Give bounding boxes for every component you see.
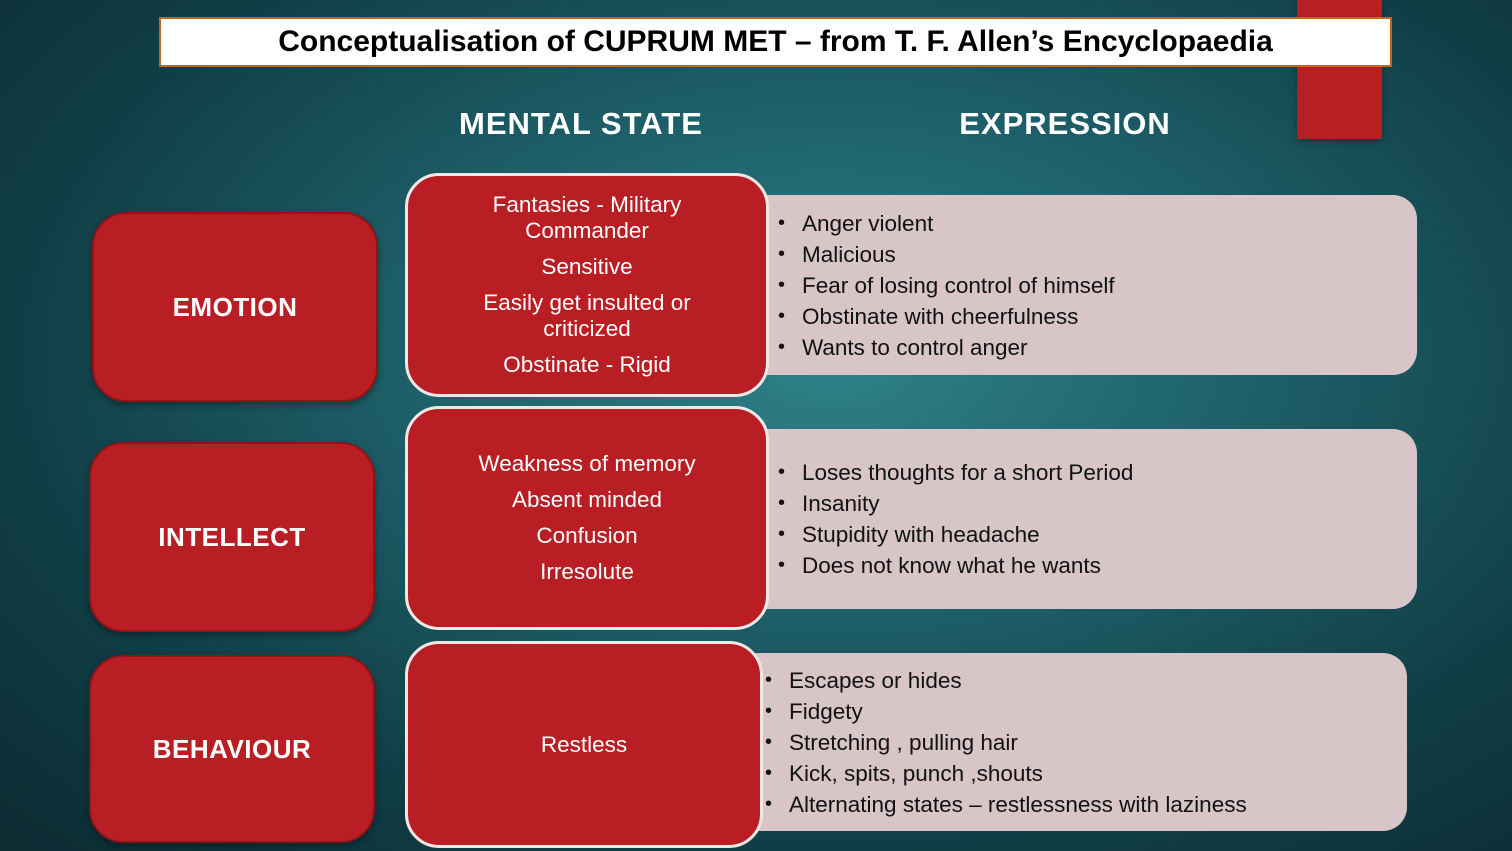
- mental-state-header: MENTAL STATE: [459, 106, 703, 141]
- category-label: INTELLECT: [158, 521, 306, 552]
- category-box-intellect: INTELLECT: [89, 442, 375, 632]
- title-box: Conceptualisation of CUPRUM MET – from T…: [159, 17, 1392, 67]
- category-box-emotion: EMOTION: [92, 212, 378, 402]
- list-item: Does not know what he wants: [778, 550, 1133, 581]
- expression-header: EXPRESSION: [959, 106, 1171, 141]
- list-item: Alternating states – restlessness with l…: [765, 789, 1247, 820]
- list-item: Malicious: [778, 239, 1115, 270]
- category-label: BEHAVIOUR: [152, 733, 312, 764]
- list-item: Loses thoughts for a short Period: [778, 457, 1133, 488]
- mental-state-box-intellect: Weakness of memory Absent minded Confusi…: [405, 406, 769, 630]
- mental-state-item: Irresolute: [540, 559, 634, 584]
- mental-state-item: Confusion: [536, 523, 638, 548]
- mental-state-item: Obstinate - Rigid: [503, 352, 671, 377]
- mental-state-item: Fantasies - Military Commander: [492, 192, 682, 243]
- expression-box-intellect: Loses thoughts for a short Period Insani…: [740, 429, 1417, 609]
- category-label: EMOTION: [172, 291, 298, 322]
- mental-state-item: Restless: [540, 731, 628, 757]
- expression-list: Anger violent Malicious Fear of losing c…: [778, 208, 1115, 363]
- list-item: Anger violent: [778, 208, 1115, 239]
- list-item: Kick, spits, punch ,shouts: [765, 758, 1247, 789]
- list-item: Obstinate with cheerfulness: [778, 301, 1115, 332]
- list-item: Stupidity with headache: [778, 519, 1133, 550]
- list-item: Escapes or hides: [765, 665, 1247, 696]
- expression-list: Loses thoughts for a short Period Insani…: [778, 457, 1133, 581]
- expression-box-behaviour: Escapes or hides Fidgety Stretching , pu…: [735, 653, 1407, 831]
- category-box-behaviour: BEHAVIOUR: [89, 655, 375, 843]
- list-item: Fidgety: [765, 696, 1247, 727]
- list-item: Wants to control anger: [778, 332, 1115, 363]
- list-item: Stretching , pulling hair: [765, 727, 1247, 758]
- list-item: Insanity: [778, 488, 1133, 519]
- expression-list: Escapes or hides Fidgety Stretching , pu…: [765, 665, 1247, 820]
- mental-state-item: Absent minded: [511, 487, 663, 512]
- mental-state-item: Sensitive: [541, 254, 633, 279]
- list-item: Fear of losing control of himself: [778, 270, 1115, 301]
- mental-state-box-emotion: Fantasies - Military Commander Sensitive…: [405, 173, 769, 397]
- mental-state-item: Easily get insulted or criticized: [483, 290, 691, 341]
- slide-title: Conceptualisation of CUPRUM MET – from T…: [278, 25, 1273, 58]
- mental-state-item: Weakness of memory: [478, 451, 696, 476]
- mental-state-box-behaviour: Restless: [405, 641, 763, 848]
- expression-box-emotion: Anger violent Malicious Fear of losing c…: [740, 195, 1417, 375]
